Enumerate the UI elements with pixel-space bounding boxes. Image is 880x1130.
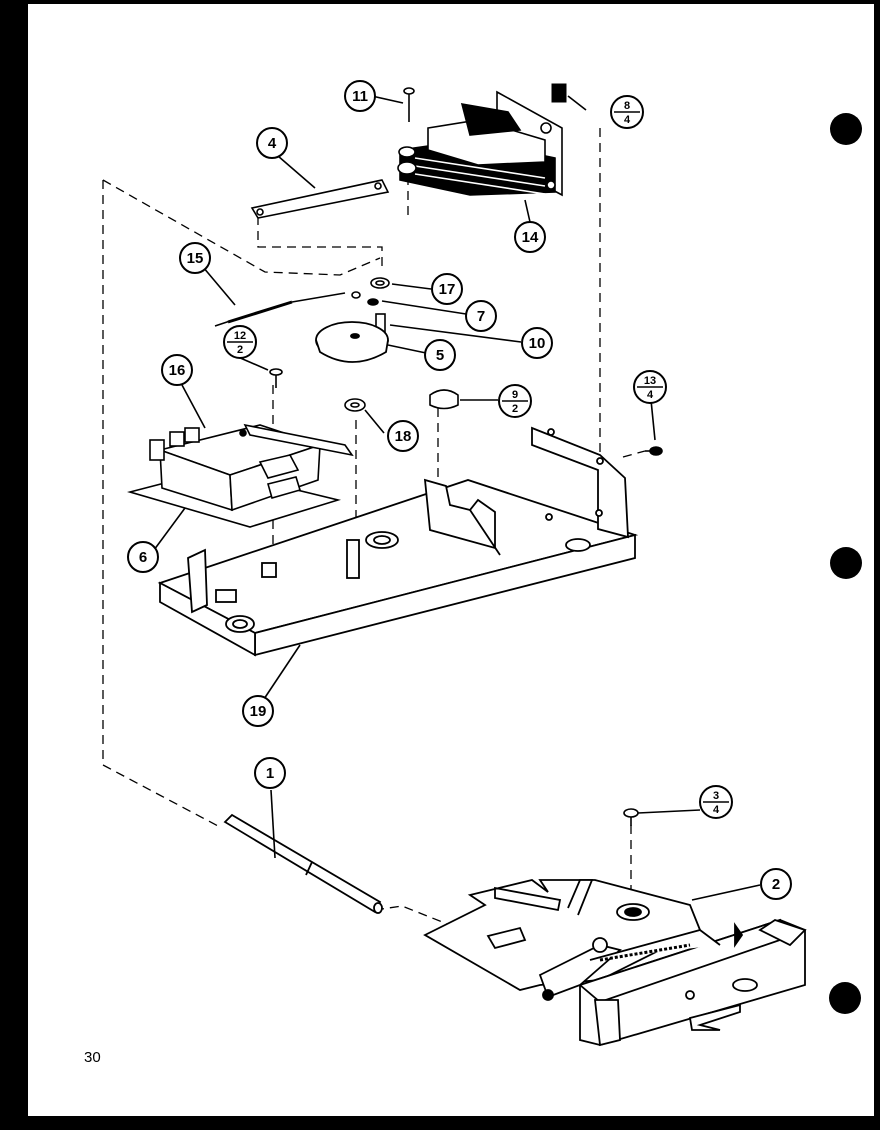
callout-frac-top: 9 (512, 389, 518, 401)
callout-2: 2 (760, 868, 792, 900)
cam-5 (315, 321, 389, 363)
callout-11: 11 (344, 80, 376, 112)
callout-16: 16 (161, 354, 193, 386)
callout-9-2: 9 2 (498, 384, 532, 418)
callout-frac-top: 3 (713, 790, 719, 802)
callout-frac-bottom: 4 (647, 389, 654, 401)
chassis-base-plate (157, 426, 639, 657)
callout-label: 17 (439, 281, 456, 298)
switch-16-on-board (126, 423, 354, 528)
callout-18: 18 (387, 420, 419, 452)
callout-frac-bottom: 2 (237, 344, 243, 356)
knob-9 (429, 389, 459, 410)
callout-frac-bottom: 4 (624, 114, 631, 126)
latch-assembly-2 (423, 879, 807, 1047)
binder-hole-middle (830, 547, 862, 579)
callout-19: 19 (242, 695, 274, 727)
shaft-1 (223, 813, 383, 914)
clip-8 (551, 83, 567, 103)
callout-label: 5 (436, 347, 444, 364)
callout-label: 19 (250, 703, 267, 720)
screw-11 (403, 87, 415, 122)
washers-and-pin (351, 277, 390, 335)
callout-label: 10 (529, 335, 546, 352)
callout-label: 6 (139, 549, 147, 566)
leader-lines (153, 95, 761, 901)
callout-12-2: 12 2 (223, 325, 257, 359)
callout-1: 1 (254, 757, 286, 789)
callout-label: 11 (352, 88, 368, 105)
callout-frac-top: 13 (644, 375, 656, 387)
page-number: 30 (84, 1049, 101, 1066)
callout-label: 7 (477, 308, 485, 325)
callout-label: 2 (772, 876, 780, 893)
callout-label: 1 (266, 765, 274, 782)
callout-17: 17 (431, 273, 463, 305)
screw-12 (269, 368, 283, 388)
callout-label: 15 (187, 250, 204, 267)
binder-hole-top (830, 113, 862, 145)
link-arm-4 (250, 179, 390, 219)
callout-label: 4 (268, 135, 277, 152)
callout-5: 5 (424, 339, 456, 371)
callout-13-4: 13 4 (633, 370, 667, 404)
callout-frac-bottom: 2 (512, 403, 518, 415)
washer-18 (344, 398, 366, 412)
callout-frac-bottom: 4 (713, 804, 720, 816)
binder-hole-bottom (829, 982, 861, 1014)
callout-label: 18 (395, 428, 412, 445)
callout-10: 10 (521, 327, 553, 359)
callout-8-4: 8 4 (610, 95, 644, 129)
spring-15 (214, 292, 346, 327)
callout-15: 15 (179, 242, 211, 274)
callout-14: 14 (514, 221, 546, 253)
screw-13 (645, 446, 663, 456)
callout-label: 14 (522, 229, 539, 246)
callout-7: 7 (465, 300, 497, 332)
callout-3-4: 3 4 (699, 785, 733, 819)
callout-4: 4 (256, 127, 288, 159)
timer-motor (397, 90, 563, 197)
callout-frac-top: 8 (624, 100, 630, 112)
callout-label: 16 (169, 362, 186, 379)
callout-6: 6 (127, 541, 159, 573)
callout-frac-top: 12 (234, 330, 246, 342)
